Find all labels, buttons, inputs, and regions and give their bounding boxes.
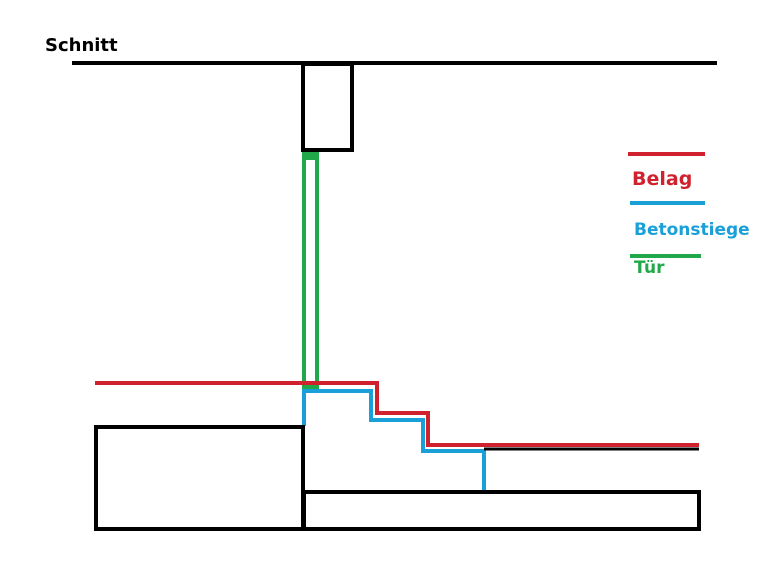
legend-label-belag: Belag [632,168,693,190]
diagram-title: Schnitt [45,35,118,56]
legend-label-tuer: Tür [634,258,665,278]
door-frame [302,152,319,389]
legend-label-betonstiege: Betonstiege [634,220,750,240]
lower-floor-slab [302,490,701,531]
betonstiege-line [302,389,486,491]
belag-line [95,381,699,447]
lintel-block [301,62,354,152]
left-foundation-block [94,425,305,531]
